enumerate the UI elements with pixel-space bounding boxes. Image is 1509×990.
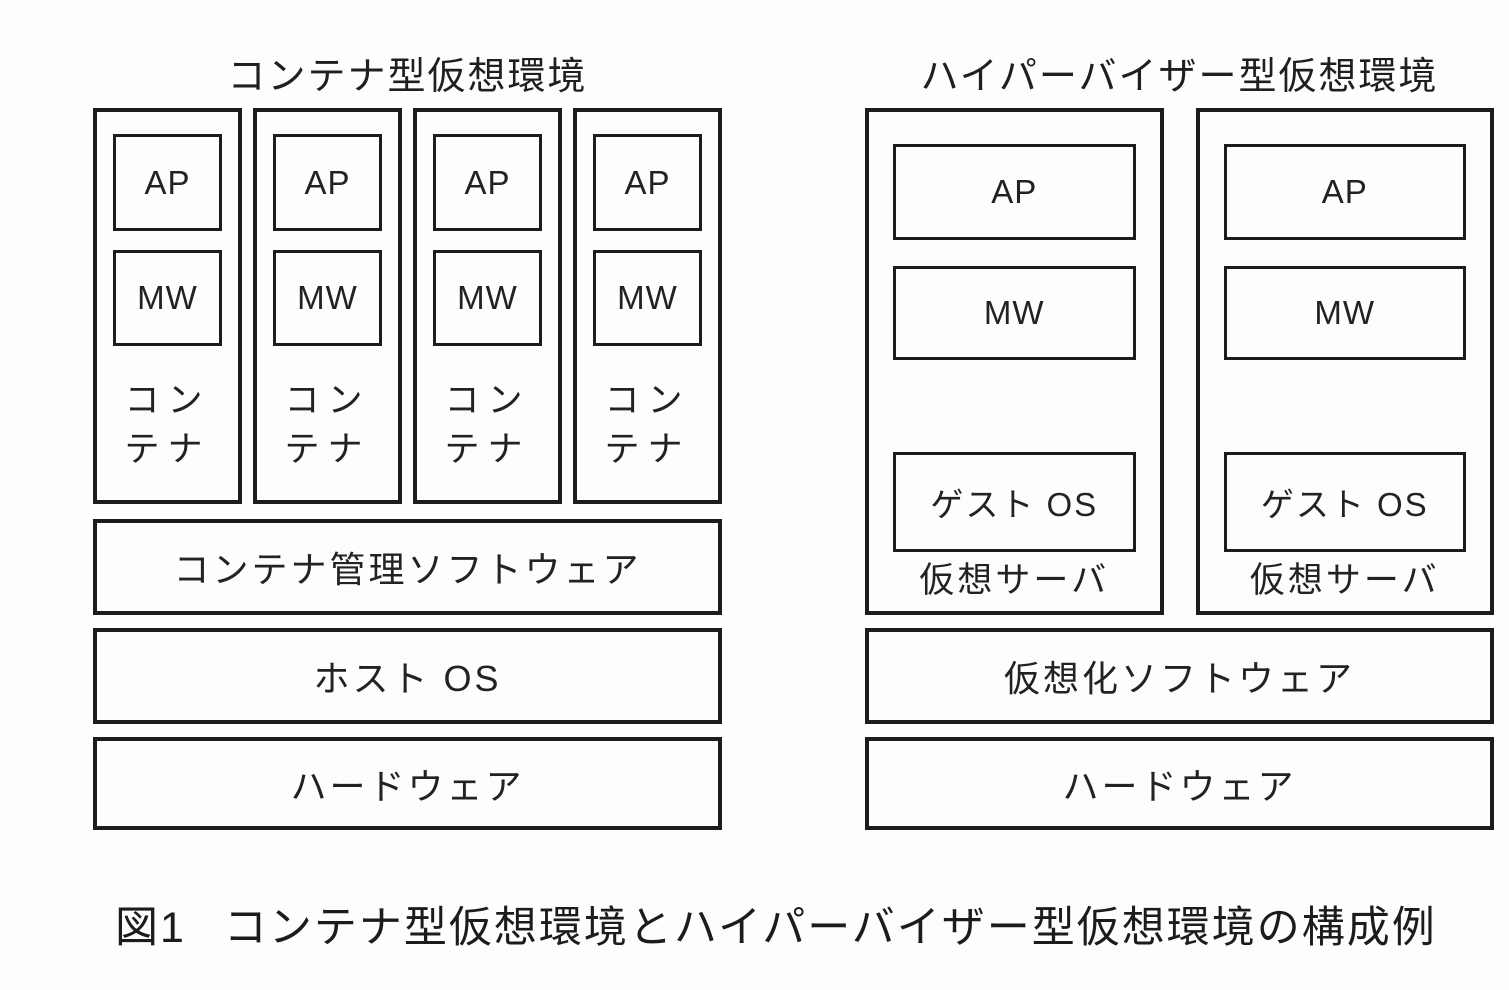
virtual-server-label: 仮想サーバ: [919, 561, 1110, 600]
virtual-server-box-2: AP MW ゲスト OS 仮想サーバ: [1195, 108, 1494, 615]
ap-box: AP: [1223, 144, 1466, 240]
hardware-layer-right: ハードウェア: [865, 737, 1494, 830]
ap-box: AP: [893, 144, 1136, 240]
ap-box: AP: [113, 134, 222, 231]
mw-box: MW: [273, 250, 382, 346]
hypervisor-env-title: ハイパーバイザー型仮想環境: [920, 56, 1439, 98]
guest-os-box: ゲスト OS: [1223, 452, 1466, 552]
container-label: コン テナ: [433, 376, 542, 474]
ap-box: AP: [433, 134, 542, 231]
virtual-server-box-1: AP MW ゲスト OS 仮想サーバ: [865, 108, 1164, 615]
virtualization-software-layer: 仮想化ソフトウェア: [865, 628, 1494, 724]
figure-caption: 図1 コンテナ型仮想環境とハイパーバイザー型仮想環境の構成例: [115, 893, 1437, 955]
container-label-line2: テナ: [604, 430, 691, 469]
container-env-title: コンテナ型仮想環境: [227, 56, 588, 98]
container-label: コン テナ: [113, 376, 222, 474]
mw-box: MW: [1223, 266, 1466, 360]
ap-box: AP: [593, 134, 702, 231]
container-label-line1: コン: [444, 381, 531, 420]
container-box-4: AP MW コン テナ: [573, 108, 722, 504]
virtual-server-columns: AP MW ゲスト OS 仮想サーバ AP MW ゲスト OS 仮想サーバ: [865, 108, 1494, 615]
container-label: コン テナ: [593, 376, 702, 474]
container-label-line1: コン: [284, 381, 371, 420]
container-management-software-layer: コンテナ管理ソフトウェア: [93, 519, 722, 615]
container-label-line2: テナ: [444, 430, 531, 469]
mw-box: MW: [893, 266, 1136, 360]
container-box-1: AP MW コン テナ: [93, 108, 242, 504]
figure-caption-text: コンテナ型仮想環境とハイパーバイザー型仮想環境の構成例: [223, 904, 1437, 952]
container-label-line1: コン: [124, 381, 211, 420]
container-label-line2: テナ: [284, 430, 371, 469]
ap-box: AP: [273, 134, 382, 231]
mw-box: MW: [593, 250, 702, 346]
container-columns: AP MW コン テナ AP MW コン テナ AP MW コン テナ AP: [93, 108, 722, 504]
container-box-3: AP MW コン テナ: [413, 108, 562, 504]
guest-os-box: ゲスト OS: [893, 452, 1136, 552]
host-os-layer: ホスト OS: [93, 628, 722, 724]
hardware-layer-left: ハードウェア: [93, 737, 722, 830]
mw-box: MW: [433, 250, 542, 346]
container-box-2: AP MW コン テナ: [253, 108, 402, 504]
figure-number: 図1: [115, 904, 186, 952]
mw-box: MW: [113, 250, 222, 346]
container-label-line1: コン: [604, 381, 691, 420]
container-label-line2: テナ: [124, 430, 211, 469]
virtual-server-label: 仮想サーバ: [1249, 561, 1440, 600]
container-label: コン テナ: [273, 376, 382, 474]
